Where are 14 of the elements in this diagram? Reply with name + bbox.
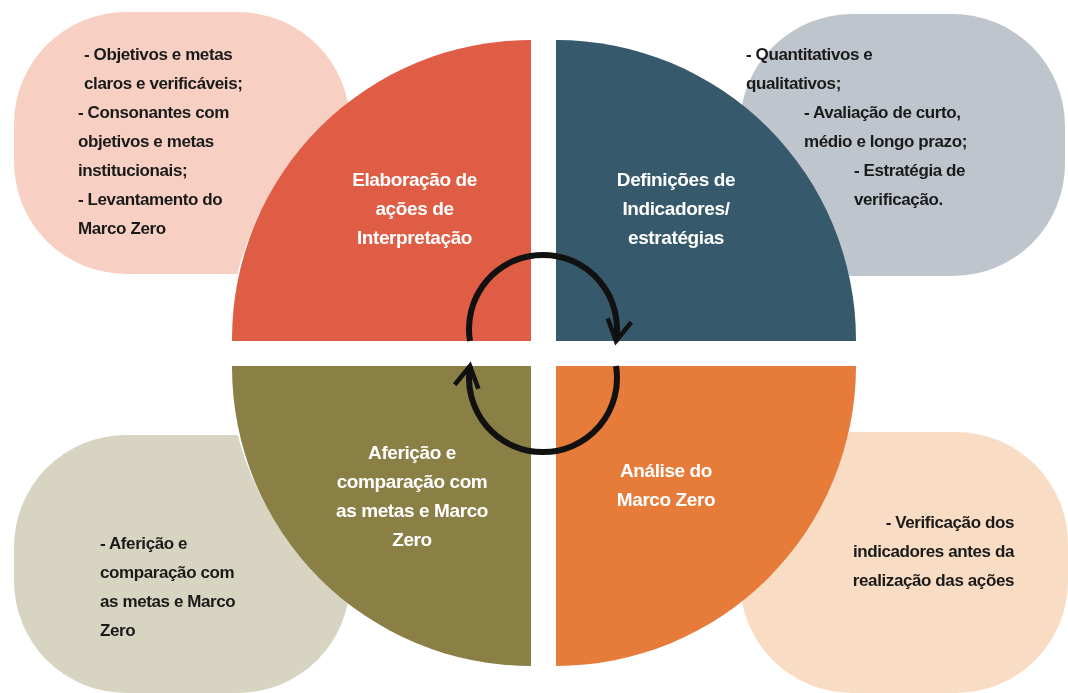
stage-label: Análise do Marco Zero bbox=[615, 459, 717, 512]
stage-label: Definições de Indicadores/ estratégias bbox=[615, 168, 737, 250]
bullet-text: - Objetivos e metas claros e verificáveis; bbox=[84, 44, 244, 95]
cycle-arrow bbox=[453, 363, 620, 455]
stage-label: Aferição e comparação com as metas e Marco Zero bbox=[335, 441, 489, 552]
bullet-text: - Levantamento do Marco Zero bbox=[78, 189, 224, 240]
stage-label: Elaboração de ações de Interpretação bbox=[351, 168, 478, 250]
bullet-text: - Avaliação de curto, médio e longo prazo; bbox=[804, 102, 968, 153]
bullet-text: - Quantitativos e qualitativos; bbox=[746, 44, 874, 95]
bullet-text: - Aferição e comparação com as metas e Marco Zero bbox=[100, 533, 237, 642]
cycle-arrow bbox=[466, 252, 633, 344]
bullet-text: - Consonantes com objetivos e metas institucionais; bbox=[78, 102, 230, 182]
bullet-text: - Verificação dos indicadores antes da realização das ações bbox=[851, 512, 1014, 592]
bullet-text: - Estratégia de verificação. bbox=[854, 160, 967, 211]
